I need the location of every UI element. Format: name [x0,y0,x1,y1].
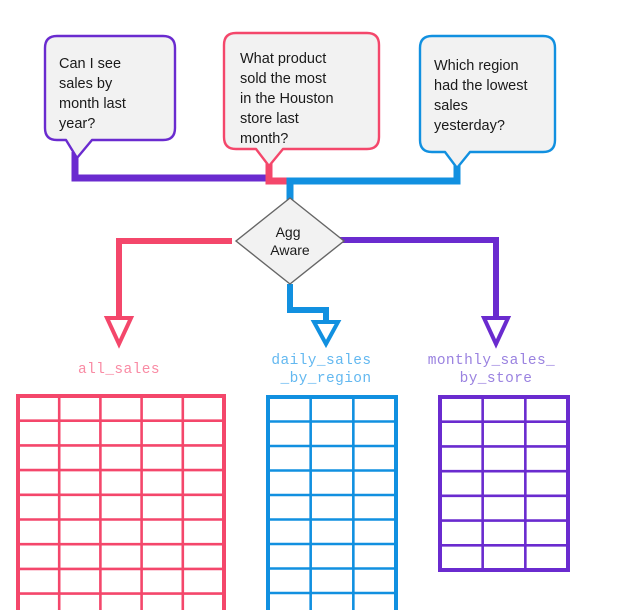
speech-bubble-month-last-year[interactable]: Can I see sales by month last year? [43,34,177,160]
table-grid-monthly-sales-by-store[interactable] [438,395,570,572]
wire-purple-output [332,237,499,318]
wire-blue-input [286,152,461,205]
speech-bubbles: Can I see sales by month last year? What… [43,31,557,170]
table-grid-all-sales[interactable] [16,394,226,610]
agg-aware-label: Agg Aware [270,224,310,258]
arrowhead-daily-sales [310,320,342,349]
table-border [438,395,570,572]
wire-blue-output [287,284,329,322]
speech-bubble-text: Can I see sales by month last year? [59,56,130,132]
arrowhead-all-sales [103,316,135,349]
arrowhead-monthly-sales [480,316,512,349]
wire-purple-input [71,152,272,182]
table-border [16,394,226,610]
speech-bubble-outline [43,34,177,160]
speech-bubble-outline [222,31,381,168]
speech-bubble-text: Which region had the lowest sales yester… [434,58,532,134]
speech-bubble-region-lowest[interactable]: Which region had the lowest sales yester… [418,34,557,170]
table-border [266,395,398,610]
agg-aware-node[interactable]: Agg Aware [234,197,346,285]
table-labels: all_sales daily_sales _by_region monthly… [78,353,565,387]
table-label-monthly-sales-by-store: monthly_sales_ by_store [428,353,565,387]
table-label-all-sales: all_sales [78,362,160,378]
speech-bubble-outline [418,34,557,170]
table-grid-daily-sales-by-region[interactable] [266,395,398,610]
table-label-daily-sales-by-region: daily_sales _by_region [271,353,380,387]
speech-bubble-text: What product sold the most in the Housto… [240,51,338,147]
speech-bubble-houston-store[interactable]: What product sold the most in the Housto… [222,31,381,168]
output-connectors [103,237,512,349]
diamond-shape [234,197,346,285]
wire-pink-output [116,238,232,318]
